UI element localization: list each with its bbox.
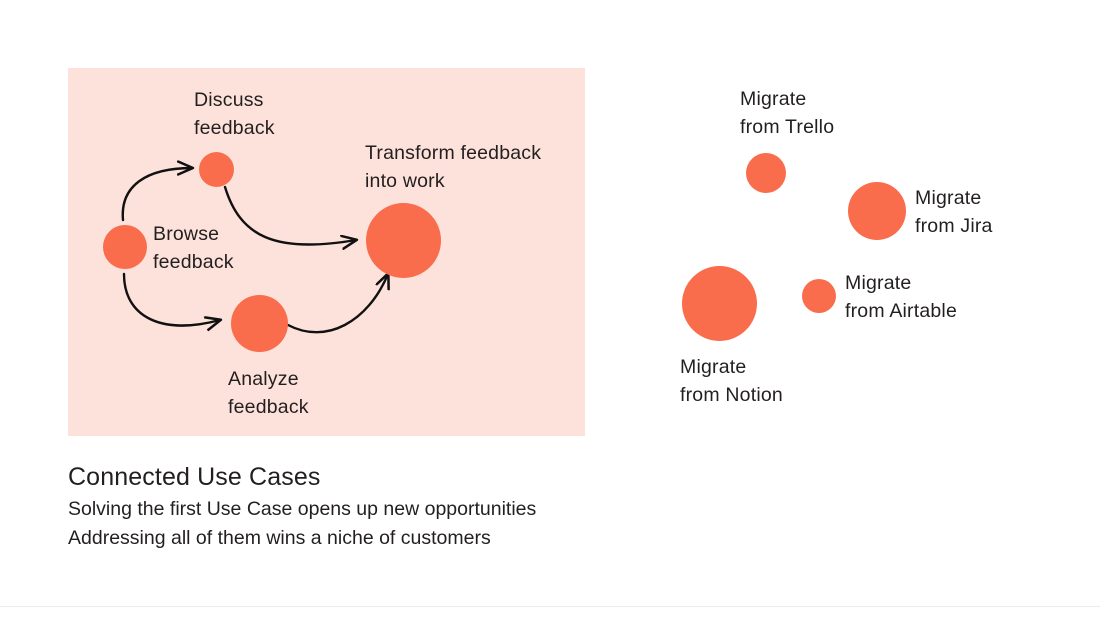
node-notion-label: Migrate from Notion <box>680 353 783 409</box>
node-analyze-label-line2: feedback <box>228 396 309 418</box>
node-transform-label-line2: into work <box>365 170 445 192</box>
node-analyze-label: Analyze feedback <box>228 365 309 421</box>
node-jira-dot[interactable] <box>848 182 906 240</box>
node-analyze-dot[interactable] <box>231 295 288 352</box>
node-airtable-label-line2: from Airtable <box>845 300 957 322</box>
panel-connected-use-cases: Discuss feedback Browse feedback Transfo… <box>68 68 585 553</box>
caption-connected: Connected Use Cases Solving the first Us… <box>68 461 536 553</box>
node-trello-label-line2: from Trello <box>740 116 835 138</box>
node-discuss-label-line2: feedback <box>194 117 275 139</box>
node-browse-label: Browse feedback <box>153 220 234 276</box>
node-transform-label-line1: Transform feedback <box>365 142 542 164</box>
node-jira-label-line2: from Jira <box>915 215 993 237</box>
edge-browse-to-analyze <box>122 272 220 325</box>
node-notion-dot[interactable] <box>682 266 757 341</box>
edge-browse-to-discuss <box>121 168 192 222</box>
caption-connected-line-1: Solving the first Use Case opens up new … <box>68 498 537 520</box>
node-airtable-label: Migrate from Airtable <box>845 269 957 325</box>
node-browse-label-line1: Browse <box>153 223 220 245</box>
node-analyze-label-line1: Analyze <box>228 368 299 390</box>
node-trello-label-line1: Migrate <box>740 88 807 110</box>
edge-analyze-to-transform <box>286 274 388 334</box>
node-discuss-dot[interactable] <box>199 152 234 187</box>
node-browse-dot[interactable] <box>103 225 147 269</box>
node-airtable-dot[interactable] <box>802 279 836 313</box>
node-notion-label-line2: from Notion <box>680 384 783 406</box>
caption-connected-title: Connected Use Cases <box>68 463 321 491</box>
node-trello-dot[interactable] <box>746 153 786 193</box>
caption-connected-line-2: Addressing all of them wins a niche of c… <box>68 527 491 549</box>
node-discuss-label-line1: Discuss <box>194 89 264 111</box>
panel-unrelated-use-cases: Migrate from Trello Migrate from Jira Mi… <box>640 0 1100 619</box>
connected-diagram-plate: Discuss feedback Browse feedback Transfo… <box>68 68 585 436</box>
node-discuss-label: Discuss feedback <box>194 86 275 142</box>
bottom-divider <box>0 606 1100 607</box>
node-transform-dot[interactable] <box>366 203 441 278</box>
connected-edges-layer <box>121 68 585 334</box>
node-trello-label: Migrate from Trello <box>740 85 834 141</box>
node-jira-label: Migrate from Jira <box>915 184 993 240</box>
node-airtable-label-line1: Migrate <box>845 272 912 294</box>
node-transform-label: Transform feedback into work <box>365 139 541 195</box>
node-jira-label-line1: Migrate <box>915 187 982 209</box>
edge-discuss-to-transform <box>223 185 356 245</box>
node-browse-label-line2: feedback <box>153 251 234 273</box>
node-notion-label-line1: Migrate <box>680 356 747 378</box>
